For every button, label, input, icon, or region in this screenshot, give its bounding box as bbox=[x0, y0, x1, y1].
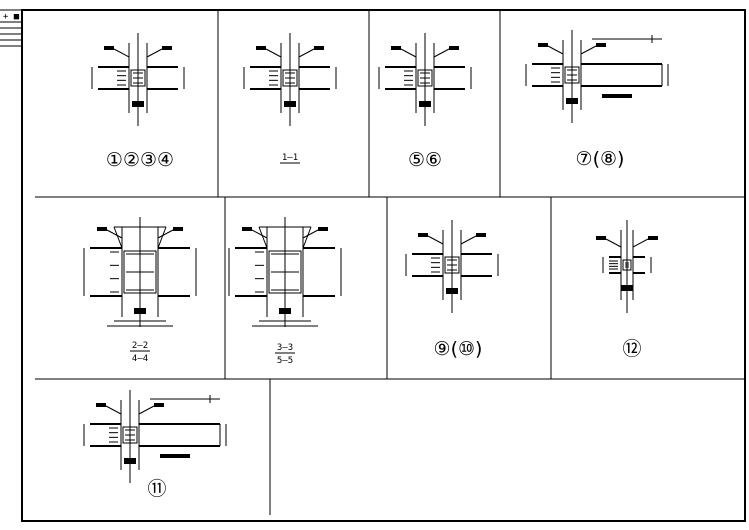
detail-d910: ⑨(⑩) bbox=[405, 220, 499, 360]
detail-d56: ⑤⑥ bbox=[378, 33, 472, 171]
detail-label: ⑪ bbox=[147, 478, 166, 500]
sheet-border bbox=[21, 9, 746, 522]
detail-label: ⑦(⑧) bbox=[576, 148, 625, 170]
detail-d-3-3: 3—35—5 bbox=[228, 217, 342, 366]
detail-label: ⑤⑥ bbox=[408, 149, 442, 171]
title-block-header: + ■ bbox=[3, 12, 20, 22]
detail-d-1-1: 1—1 bbox=[243, 33, 337, 164]
detail-label: ①②③④ bbox=[106, 149, 174, 171]
detail-label: ⑨(⑩) bbox=[434, 338, 483, 360]
detail-label: ⑫ bbox=[622, 338, 641, 360]
detail-d1234: ①②③④ bbox=[91, 33, 185, 171]
detail-d-2-2: 2—24—4 bbox=[83, 217, 197, 364]
panel-grid bbox=[35, 10, 745, 515]
detail-d11: ⑪ bbox=[83, 390, 227, 500]
detail-label: 1—1 bbox=[282, 153, 298, 163]
detail-d78: ⑦(⑧) bbox=[525, 30, 669, 170]
detail-label: 2—2 bbox=[132, 341, 148, 351]
detail-sublabel: 5—5 bbox=[277, 356, 293, 366]
detail-d12: ⑫ bbox=[596, 220, 658, 360]
detail-sublabel: 4—4 bbox=[132, 354, 148, 364]
title-block: + ■ bbox=[0, 9, 22, 47]
detail-label: 3—3 bbox=[277, 343, 293, 353]
